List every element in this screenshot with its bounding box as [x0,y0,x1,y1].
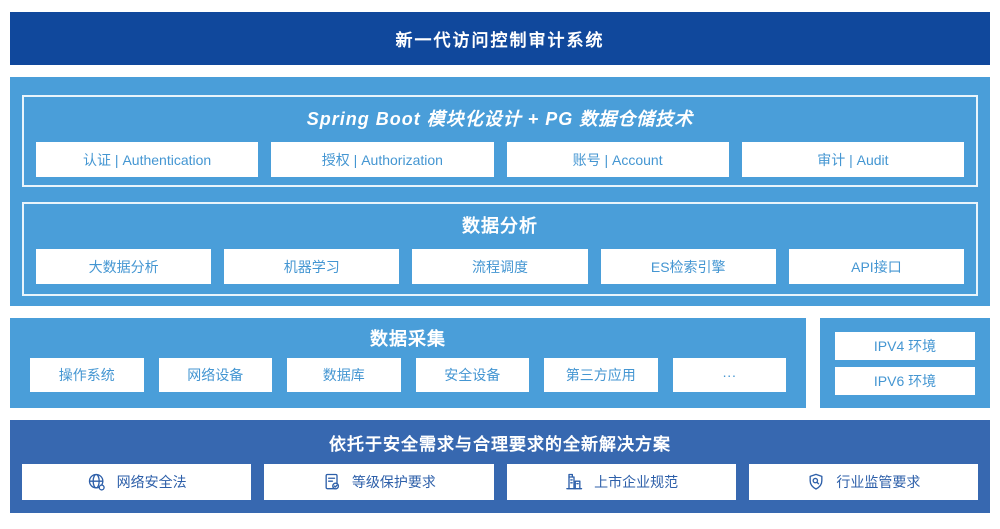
analysis-panel-title: 数据分析 [462,216,538,236]
solution-item-row: 网络安全法 等级保护要求 [10,464,990,500]
module-workflow-scheduling: 流程调度 [412,249,588,284]
solution-listed-company: 上市企业规范 [506,464,736,500]
collection-section: 数据采集 操作系统 网络设备 数据库 安全设备 第三方应用 ··· [10,318,806,408]
environment-panel: IPV4 环境 IPV6 环境 [820,318,990,408]
source-operating-system: 操作系统 [30,358,144,392]
document-check-icon [322,472,342,492]
analysis-panel: 数据分析 大数据分析 机器学习 流程调度 ES检索引擎 API接口 [22,202,978,296]
solution-title: 依托于安全需求与合理要求的全新解决方案 [329,435,671,454]
solution-item-label: 等级保护要求 [351,474,436,490]
solution-classified-protection: 等级保护要求 [264,464,494,500]
module-es-search-engine: ES检索引擎 [600,249,776,284]
module-bigdata-analysis: 大数据分析 [36,249,212,284]
env-ipv4: IPV4 环境 [835,331,975,360]
shield-search-icon [806,472,826,492]
springboot-panel: Spring Boot 模块化设计 + PG 数据仓储技术 认证 | Authe… [22,95,978,187]
module-account: 账号 | Account [506,142,729,177]
globe-icon [87,472,107,492]
source-database: 数据库 [287,358,401,392]
module-authorization: 授权 | Authorization [271,142,494,177]
solution-section: 依托于安全需求与合理要求的全新解决方案 网络安全法 [10,420,990,513]
springboot-panel-title: Spring Boot 模块化设计 + PG 数据仓储技术 [306,109,694,129]
solution-item-label: 行业监管要求 [836,474,921,490]
env-ipv6: IPV6 环境 [835,366,975,395]
module-audit: 审计 | Audit [741,142,964,177]
module-api-interface: API接口 [788,249,965,284]
solution-item-label: 上市企业规范 [594,474,679,490]
collection-module-row: 操作系统 网络设备 数据库 安全设备 第三方应用 ··· [10,358,806,392]
platform-section: Spring Boot 模块化设计 + PG 数据仓储技术 认证 | Authe… [10,77,990,306]
source-third-party-app: 第三方应用 [544,358,658,392]
solution-cybersecurity-law: 网络安全法 [22,464,252,500]
source-more-ellipsis: ··· [672,358,786,392]
analysis-module-row: 大数据分析 机器学习 流程调度 ES检索引擎 API接口 [24,249,976,284]
module-authentication: 认证 | Authentication [36,142,259,177]
springboot-module-row: 认证 | Authentication 授权 | Authorization 账… [24,142,976,177]
building-icon [564,472,584,492]
source-security-device: 安全设备 [415,358,529,392]
source-network-device: 网络设备 [158,358,272,392]
solution-industry-regulation: 行业监管要求 [748,464,978,500]
collection-title: 数据采集 [370,329,446,349]
page-title: 新一代访问控制审计系统 [395,31,605,50]
page-title-banner: 新一代访问控制审计系统 [10,12,990,65]
module-machine-learning: 机器学习 [224,249,400,284]
solution-item-label: 网络安全法 [116,474,187,490]
